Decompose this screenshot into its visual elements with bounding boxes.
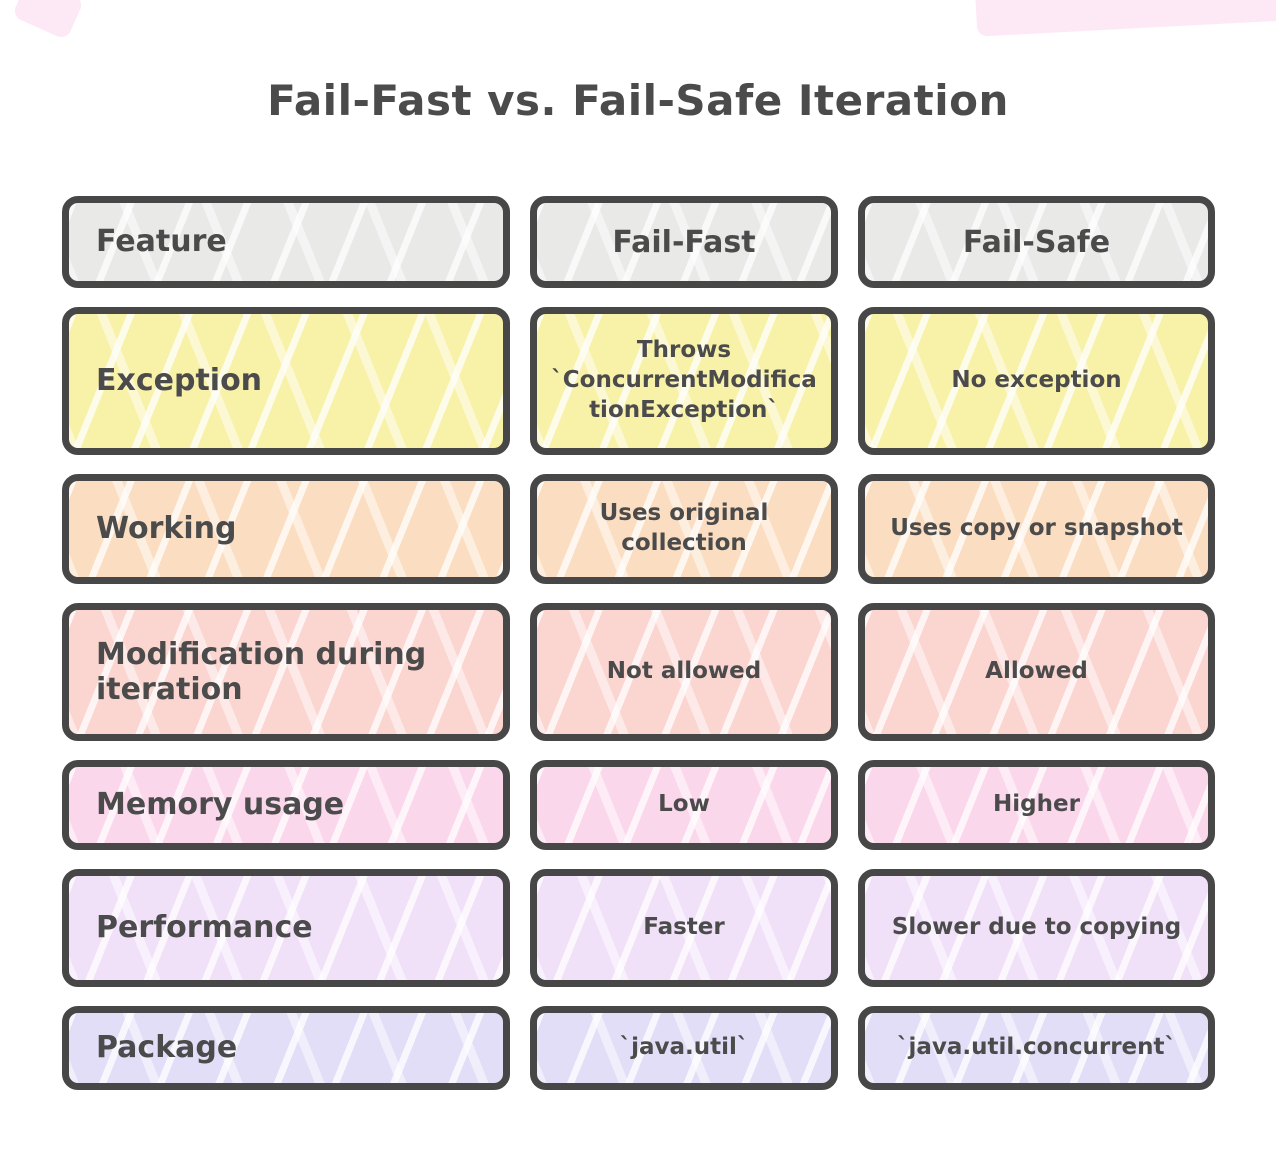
cell-fail-safe-modification: Allowed (858, 603, 1215, 741)
cell-fail-safe-performance: Slower due to copying (858, 869, 1215, 987)
cell-text: Slower due to copying (891, 914, 1182, 941)
decorative-marker-smudge (975, 0, 1276, 37)
cell-fail-fast-package: `java.util` (530, 1006, 838, 1090)
cell-text: Uses original collection (599, 500, 769, 556)
cell-text: Working (96, 511, 237, 547)
cell-text: Low (658, 791, 710, 818)
cell-fail-fast-memory-usage: Low (530, 760, 838, 850)
cell-text: Throws `ConcurrentModificationException` (551, 337, 817, 423)
header-cell-fail-fast: Fail-Fast (530, 196, 838, 288)
diagram-title: Fail-Fast vs. Fail-Safe Iteration (267, 76, 1009, 125)
cell-feature-working: Working (62, 474, 510, 584)
cell-text: Not allowed (606, 658, 762, 685)
cell-text: Allowed (985, 658, 1088, 685)
cell-fail-safe-memory-usage: Higher (858, 760, 1215, 850)
cell-text: Exception (96, 363, 263, 399)
cell-text: Higher (993, 791, 1080, 818)
cell-text: `java.util` (619, 1034, 749, 1061)
cell-feature-exception: Exception (62, 307, 510, 455)
cell-text: Uses copy or snapshot (890, 515, 1183, 542)
cell-text: `java.util.concurrent` (897, 1034, 1176, 1061)
cell-text: Memory usage (96, 787, 345, 823)
cell-feature-package: Package (62, 1006, 510, 1090)
cell-text: Performance (96, 910, 313, 946)
cell-fail-fast-modification: Not allowed (530, 603, 838, 741)
cell-text: Faster (643, 914, 725, 941)
cell-fail-safe-working: Uses copy or snapshot (858, 474, 1215, 584)
comparison-table: Feature Fail-Fast Fail-Safe Exception Th… (62, 196, 1215, 1090)
header-label: Fail-Fast (612, 224, 756, 260)
header-cell-fail-safe: Fail-Safe (858, 196, 1215, 288)
decorative-marker-smudge (11, 0, 85, 41)
cell-text: No exception (951, 367, 1122, 394)
cell-fail-safe-package: `java.util.concurrent` (858, 1006, 1215, 1090)
cell-feature-memory-usage: Memory usage (62, 760, 510, 850)
cell-feature-modification: Modification during iteration (62, 603, 510, 741)
cell-fail-fast-working: Uses original collection (530, 474, 838, 584)
cell-feature-performance: Performance (62, 869, 510, 987)
cell-text: Package (96, 1030, 238, 1066)
header-label: Fail-Safe (962, 224, 1111, 260)
header-label: Feature (96, 224, 227, 260)
cell-fail-fast-performance: Faster (530, 869, 838, 987)
cell-fail-safe-exception: No exception (858, 307, 1215, 455)
cell-fail-fast-exception: Throws `ConcurrentModificationException` (530, 307, 838, 455)
cell-text: Modification during iteration (96, 636, 427, 707)
header-cell-feature: Feature (62, 196, 510, 288)
